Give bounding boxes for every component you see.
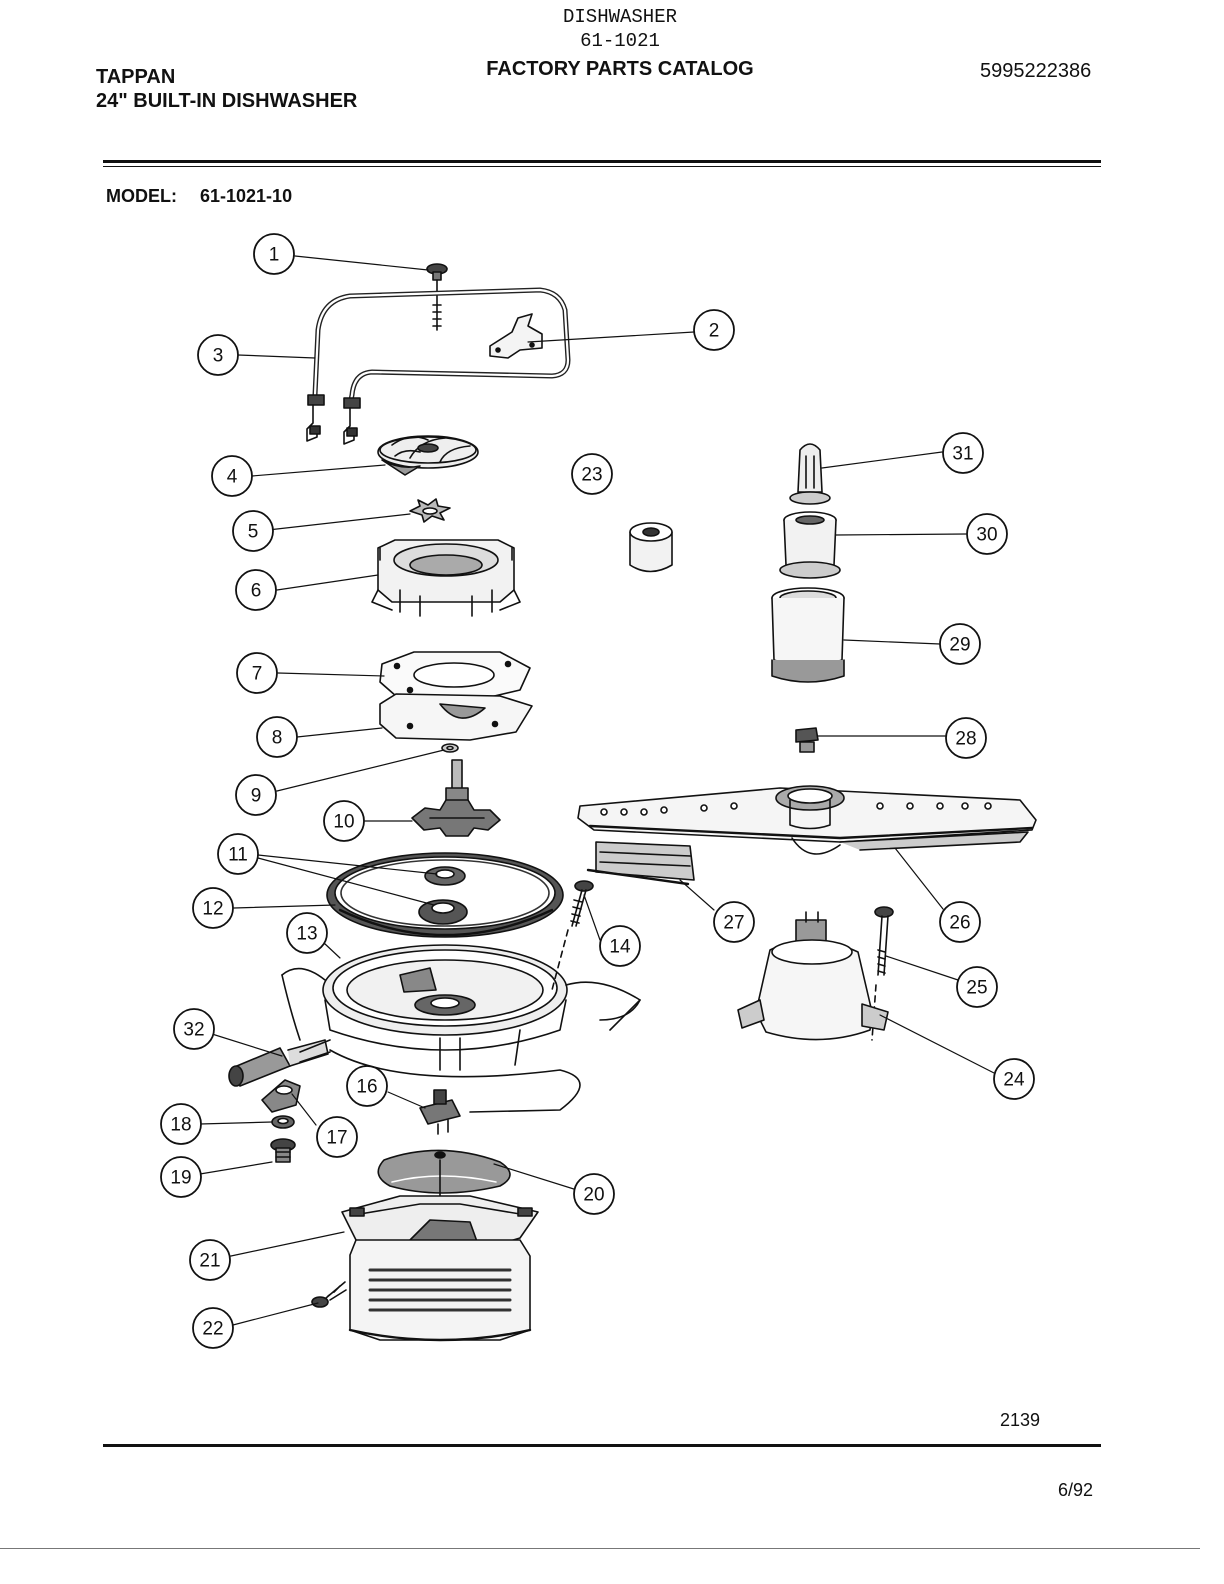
callout-19: 19 (170, 1168, 191, 1189)
part-number: 5995222386 (980, 60, 1092, 82)
callout-10: 10 (333, 812, 354, 833)
callout-11: 11 (228, 845, 248, 866)
part-screw-14 (551, 880, 594, 991)
callout-30: 30 (976, 525, 997, 546)
part-nozzle (789, 443, 831, 505)
part-bolt (871, 906, 894, 1041)
part-manifold (737, 911, 889, 1041)
callout-17: 17 (326, 1128, 347, 1149)
part-screw (426, 263, 448, 331)
callout-5: 5 (248, 522, 259, 543)
callout-14: 14 (609, 937, 631, 958)
callout-3: 3 (213, 346, 224, 367)
footer-rule (103, 1444, 1101, 1447)
callout-circles (160, 233, 1035, 1349)
part-fan (377, 1149, 511, 1211)
part-small-washer (441, 743, 459, 753)
part-screw-22 (311, 1281, 347, 1308)
part-shaft-assembly (411, 759, 501, 837)
callout-9: 9 (251, 786, 262, 807)
part-bracket (489, 313, 543, 359)
callout-28: 28 (955, 729, 976, 750)
callout-13: 13 (296, 924, 317, 945)
callout-24: 24 (1003, 1070, 1025, 1091)
header-rule-top (103, 160, 1101, 163)
part-heater-tube (306, 287, 571, 445)
callout-31: 31 (952, 444, 973, 465)
part-spacer (629, 522, 673, 573)
callout-numbers: 1 2 3 4 5 6 7 8 9 10 11 12 13 14 16 17 1… (170, 245, 1025, 1340)
callout-27: 27 (723, 913, 744, 934)
callout-18: 18 (170, 1115, 191, 1136)
part-cylinder (771, 587, 845, 683)
part-plug-28 (795, 727, 819, 753)
revision-date: 6/92 (1058, 1480, 1094, 1500)
header-rule-bottom (103, 166, 1101, 167)
callout-25: 25 (966, 978, 987, 999)
callout-22: 22 (202, 1319, 223, 1340)
callout-16: 16 (356, 1077, 377, 1098)
part-pump-housing (371, 539, 521, 617)
part-motor (348, 1239, 532, 1342)
product-name: 24" BUILT-IN DISHWASHER (96, 90, 358, 112)
callout-4: 4 (227, 467, 238, 488)
header-line2: 61-1021 (580, 30, 660, 52)
callout-21: 21 (199, 1251, 220, 1272)
callout-26: 26 (949, 913, 970, 934)
model-label: MODEL: (106, 186, 177, 206)
part-plate (379, 693, 533, 741)
part-impeller (377, 435, 479, 476)
callout-29: 29 (949, 635, 970, 656)
header-line1: DISHWASHER (562, 6, 678, 28)
part-gasket-plate (379, 651, 531, 699)
figure-number: 2139 (1000, 1410, 1041, 1430)
callout-2: 2 (709, 321, 720, 342)
callout-12: 12 (202, 899, 223, 920)
callout-32: 32 (183, 1020, 204, 1041)
catalog-title: FACTORY PARTS CATALOG (486, 58, 754, 80)
model-value: 61-1021-10 (200, 186, 293, 206)
callout-20: 20 (583, 1185, 604, 1206)
page-bottom-edge (0, 1548, 1200, 1549)
brand-name: TAPPAN (96, 66, 176, 88)
part-washer-18 (271, 1115, 295, 1129)
callout-7: 7 (252, 664, 263, 685)
callout-6: 6 (251, 581, 262, 602)
part-sump (281, 944, 641, 1071)
callout-1: 1 (269, 245, 280, 266)
part-plug (270, 1138, 296, 1163)
part-deflector (586, 841, 695, 886)
part-star-washer (409, 498, 451, 523)
callout-8: 8 (272, 728, 283, 749)
leader-lines (199, 255, 997, 1326)
part-drain-fitting (228, 1039, 331, 1087)
part-pulley-ring (326, 852, 564, 938)
part-spray-arm (577, 785, 1037, 855)
callout-23: 23 (581, 465, 602, 486)
part-tube (779, 511, 841, 579)
part-clip (261, 1079, 301, 1113)
